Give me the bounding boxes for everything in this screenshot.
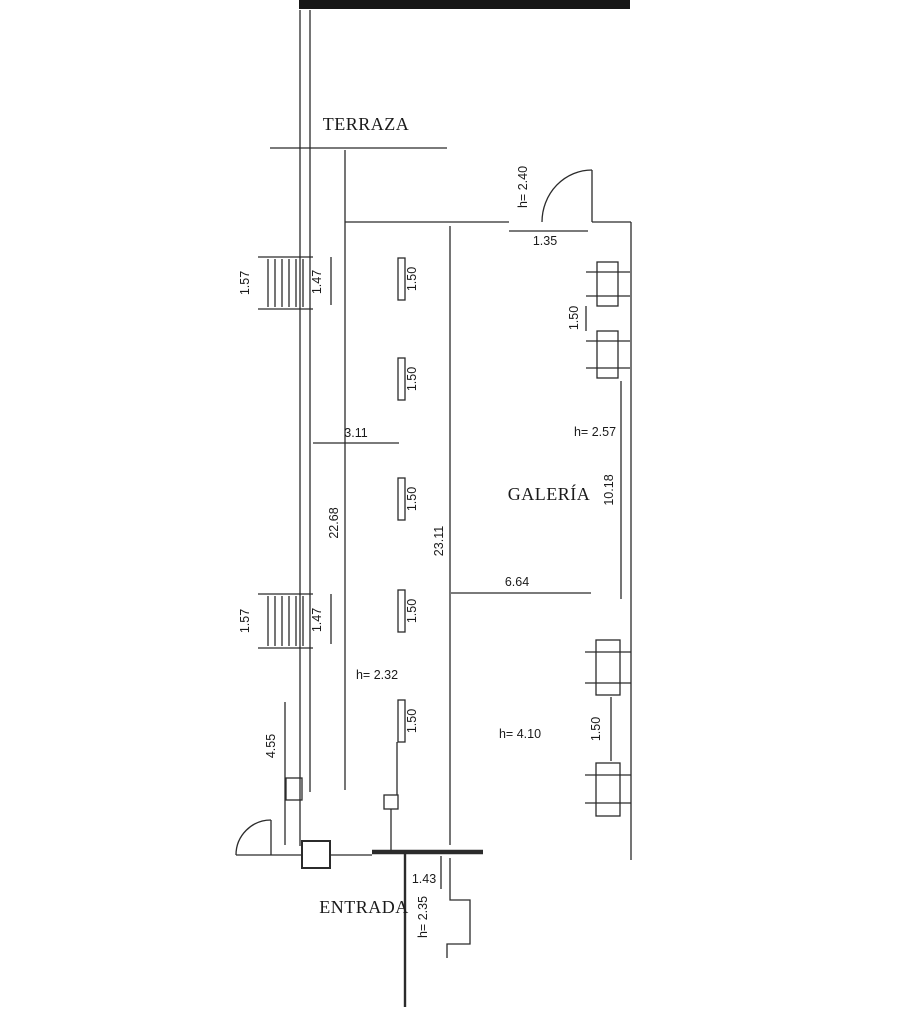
dim-window-2: 1.50 xyxy=(405,367,419,391)
stair-element-top xyxy=(258,256,332,310)
dim-span-311: 3.11 xyxy=(344,426,367,440)
top-title-bar xyxy=(299,0,630,9)
dim-center-total: 23.11 xyxy=(432,526,446,556)
entry-jamb-box xyxy=(383,794,399,810)
dim-entry-width: 1.43 xyxy=(412,872,436,886)
dim-entry-height: h= 2.35 xyxy=(416,896,430,938)
wall-box-left xyxy=(285,777,303,801)
entry-step-detail xyxy=(446,858,471,958)
window-4 xyxy=(397,589,406,633)
dim-left-bottom: 4.55 xyxy=(264,734,278,758)
dim-col-gap-bottom: 1.50 xyxy=(589,717,603,741)
column-gap-dim-lines xyxy=(585,306,612,761)
dim-window-1: 1.50 xyxy=(405,267,419,291)
dim-stair2-depth: 1.47 xyxy=(310,608,324,632)
terraza-label: TERRAZA xyxy=(323,114,410,134)
column-4 xyxy=(585,762,631,817)
door-bottom-left xyxy=(235,819,302,856)
dim-door-top-width: 1.35 xyxy=(533,234,557,248)
dim-col-gap-top: 1.50 xyxy=(567,306,581,330)
dim-window-3: 1.50 xyxy=(405,487,419,511)
window-1 xyxy=(397,257,406,301)
stair-element-bottom xyxy=(258,593,332,649)
dim-galeria-length: 10.18 xyxy=(602,474,616,505)
door-top-right xyxy=(509,169,593,232)
dim-stair1-width: 1.57 xyxy=(238,271,252,295)
galeria-label: GALERÍA xyxy=(508,483,591,504)
dim-h410: h= 4.10 xyxy=(499,727,541,741)
dim-window-4: 1.50 xyxy=(405,599,419,623)
dim-window-5: 1.50 xyxy=(405,709,419,733)
window-2 xyxy=(397,357,406,401)
dim-stair1-depth: 1.47 xyxy=(310,270,324,294)
column-2 xyxy=(586,330,630,379)
dim-h232: h= 2.32 xyxy=(356,668,398,682)
dim-galeria-height: h= 2.57 xyxy=(574,425,616,439)
dimension-lines xyxy=(284,150,622,845)
dim-stair2-width: 1.57 xyxy=(238,609,252,633)
entrada-label: ENTRADA xyxy=(319,897,409,917)
window-3 xyxy=(397,477,406,521)
entrance-assembly xyxy=(301,794,483,1007)
column-1 xyxy=(586,261,630,307)
dim-left-total: 22.68 xyxy=(327,507,341,538)
dim-door-top-height: h= 2.40 xyxy=(516,166,530,208)
entry-post xyxy=(301,840,331,869)
left-wall xyxy=(299,10,311,846)
dim-span-664: 6.64 xyxy=(505,575,529,589)
column-3 xyxy=(585,639,631,696)
window-5 xyxy=(397,699,406,743)
center-windows xyxy=(396,257,406,795)
